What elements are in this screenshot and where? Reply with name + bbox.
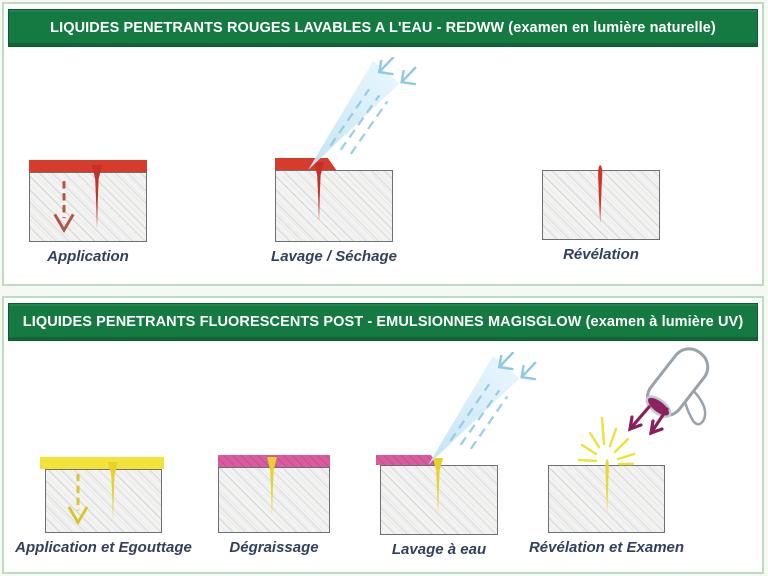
panel-redww-header: LIQUIDES PENETRANTS ROUGES LAVABLES A L'… xyxy=(8,9,758,47)
crack-icon xyxy=(313,162,324,222)
panel-redww: LIQUIDES PENETRANTS ROUGES LAVABLES A L'… xyxy=(2,2,764,286)
uv-lamp-icon xyxy=(627,347,710,436)
crack-icon xyxy=(266,457,277,517)
lamp-handle xyxy=(683,388,707,426)
spray-direction-arrows xyxy=(497,352,537,381)
panel-magisglow-header: LIQUIDES PENETRANTS FLUORESCENTS POST - … xyxy=(8,303,758,341)
step-revelation-examen: Révélation et Examen xyxy=(529,459,684,556)
step-degraissage: Dégraissage xyxy=(218,455,330,556)
step-lavage-sechage: Lavage / Séchage xyxy=(271,158,397,265)
step-application: Application xyxy=(29,160,147,265)
penetrant-layer xyxy=(40,457,164,469)
crack-icon xyxy=(432,458,443,516)
step-label: Application et Egouttage xyxy=(15,539,192,556)
crack-icon xyxy=(92,165,103,229)
step-label: Lavage / Séchage xyxy=(271,248,397,265)
test-block xyxy=(275,170,393,242)
step-label: Révélation et Examen xyxy=(528,539,685,556)
penetrant-layer xyxy=(29,160,147,172)
spray-direction-arrows xyxy=(377,57,417,86)
panel-magisglow-title: LIQUIDES PENETRANTS FLUORESCENTS POST - … xyxy=(22,314,744,330)
step-label: Dégraissage xyxy=(229,539,319,556)
test-block xyxy=(218,467,330,533)
panel-magisglow: LIQUIDES PENETRANTS FLUORESCENTS POST - … xyxy=(2,296,764,574)
test-block xyxy=(380,465,498,535)
water-spray-icon xyxy=(308,57,417,170)
test-block xyxy=(45,469,162,533)
water-spray-icon xyxy=(428,352,537,465)
emulsifier-layer-partial xyxy=(376,455,440,465)
fluorescence-glow-icon xyxy=(577,416,636,466)
test-block xyxy=(29,172,147,242)
step-label: Révélation xyxy=(563,246,639,263)
uv-beam-arrows-icon xyxy=(627,405,669,436)
crack-indication-icon xyxy=(597,165,603,223)
panel-redww-title: LIQUIDES PENETRANTS ROUGES LAVABLES A L'… xyxy=(50,20,716,36)
crack-indication-icon xyxy=(604,459,609,514)
step-label: Application xyxy=(47,248,129,265)
step-label: Lavage à eau xyxy=(391,541,487,558)
step-application-egouttage: Application et Egouttage xyxy=(15,457,192,556)
penetration-arrow-icon xyxy=(53,181,75,233)
penetration-arrow-icon xyxy=(67,473,89,526)
step-revelation: Révélation xyxy=(542,165,660,263)
crack-icon xyxy=(107,462,118,520)
step-lavage-eau: Lavage à eau xyxy=(376,455,498,558)
